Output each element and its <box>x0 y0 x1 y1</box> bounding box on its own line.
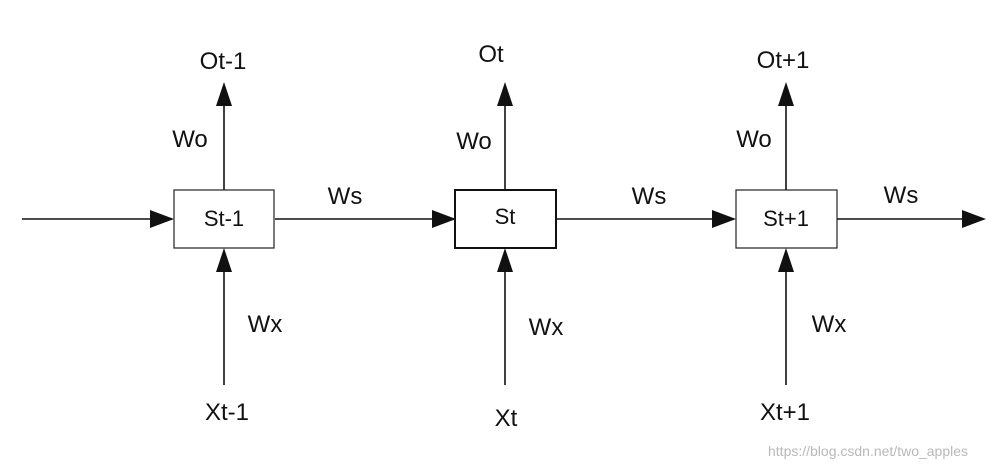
state-weight-label-3: Ws <box>883 182 919 209</box>
input-arrowhead-3 <box>778 248 794 272</box>
state-arrowhead-1-2 <box>432 210 456 228</box>
input-arrowhead-2 <box>497 248 513 272</box>
state-box-2 <box>454 189 557 249</box>
output-weight-label-1: Wo <box>172 126 208 153</box>
state-arrowhead-2-3 <box>712 210 736 228</box>
state-label-2: St <box>494 204 516 229</box>
input-label-2: Xt <box>494 405 518 432</box>
input-arrowhead-1 <box>216 248 232 272</box>
output-label-1: Ot-1 <box>199 48 247 75</box>
output-label-2: Ot <box>478 41 504 68</box>
incoming-state-arrowhead <box>150 210 174 228</box>
outgoing-state-arrowhead <box>962 210 986 228</box>
output-label-3: Ot+1 <box>756 47 810 74</box>
output-weight-label-2: Wo <box>456 128 492 155</box>
input-weight-label-1: Wx <box>247 311 283 338</box>
output-weight-label-3: Wo <box>736 126 772 153</box>
input-label-3: Xt+1 <box>759 399 811 426</box>
state-weight-label-2: Ws <box>631 183 667 210</box>
output-arrowhead-2 <box>497 82 513 106</box>
state-weight-label-1: Ws <box>327 183 363 210</box>
state-label-1: St-1 <box>203 206 245 231</box>
state-box-3 <box>735 189 838 249</box>
input-weight-label-3: Wx <box>811 311 847 338</box>
input-label-1: Xt-1 <box>204 399 250 426</box>
watermark: https://blog.csdn.net/two_apples <box>768 443 969 459</box>
input-weight-label-2: Wx <box>528 314 564 341</box>
output-arrowhead-1 <box>216 82 232 106</box>
state-label-3: St+1 <box>763 206 809 231</box>
state-box-1 <box>173 189 275 249</box>
output-arrowhead-3 <box>778 82 794 106</box>
